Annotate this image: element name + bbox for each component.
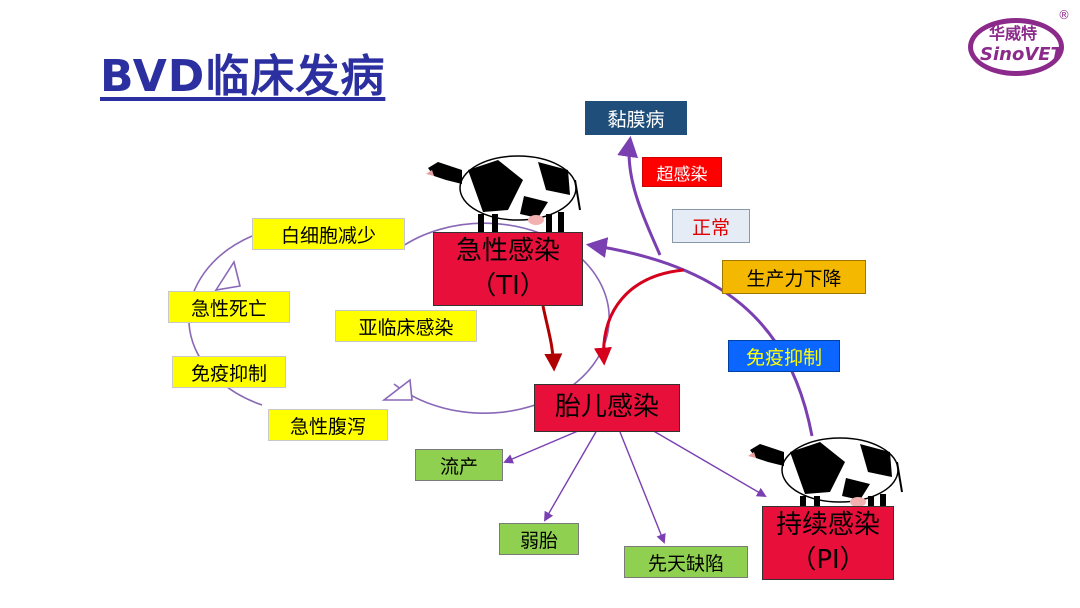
cow-illustration-acute [426,156,580,238]
cycle-arrowhead-bottom [384,380,412,400]
acute-death-box: 急性死亡 [168,291,290,323]
arrow-to-congenital [620,432,664,542]
persistent-infection-label: 持续感染 [776,508,880,543]
pi-label: （PI） [790,543,865,578]
cow-illustration-pi [748,438,902,514]
persistent-infection-pi-box: 持续感染 （PI） [762,506,894,580]
leukopenia-box: 白细胞减少 [252,218,405,250]
normal-box: 正常 [672,209,750,243]
immune-suppression-yellow-box: 免疫抑制 [172,356,286,388]
logo-chinese-text: 华威特 [989,20,1037,44]
acute-infection-label: 急性感染 [456,234,560,269]
arrow-red-to-fetal [604,270,684,362]
arrow-ti-to-fetal [543,306,554,368]
logo-english-text: SinoVET [980,44,1063,65]
superinfection-box: 超感染 [642,157,722,187]
arrow-to-abortion [505,428,585,462]
acute-diarrhea-box: 急性腹泻 [268,409,388,441]
weak-calf-box: 弱胎 [499,523,579,555]
acute-infection-ti-box: 急性感染 （TI） [433,232,583,306]
immune-suppression-blue-box: 免疫抑制 [728,340,840,372]
ti-label: （TI） [470,269,546,304]
arrow-to-weak-calf [545,430,597,520]
arrow-to-pi [645,426,765,496]
fetal-infection-box: 胎儿感染 [534,384,680,432]
productivity-decline-box: 生产力下降 [722,260,866,294]
subclinical-infection-box: 亚临床感染 [335,310,477,342]
cycle-arrowhead-top [216,262,240,290]
abortion-box: 流产 [415,449,503,481]
congenital-defect-box: 先天缺陷 [624,546,748,578]
logo-registered-mark: ® [1058,8,1070,22]
slide-title: BVD临床发病 [100,40,385,104]
mucosal-disease-box: 黏膜病 [585,101,687,135]
